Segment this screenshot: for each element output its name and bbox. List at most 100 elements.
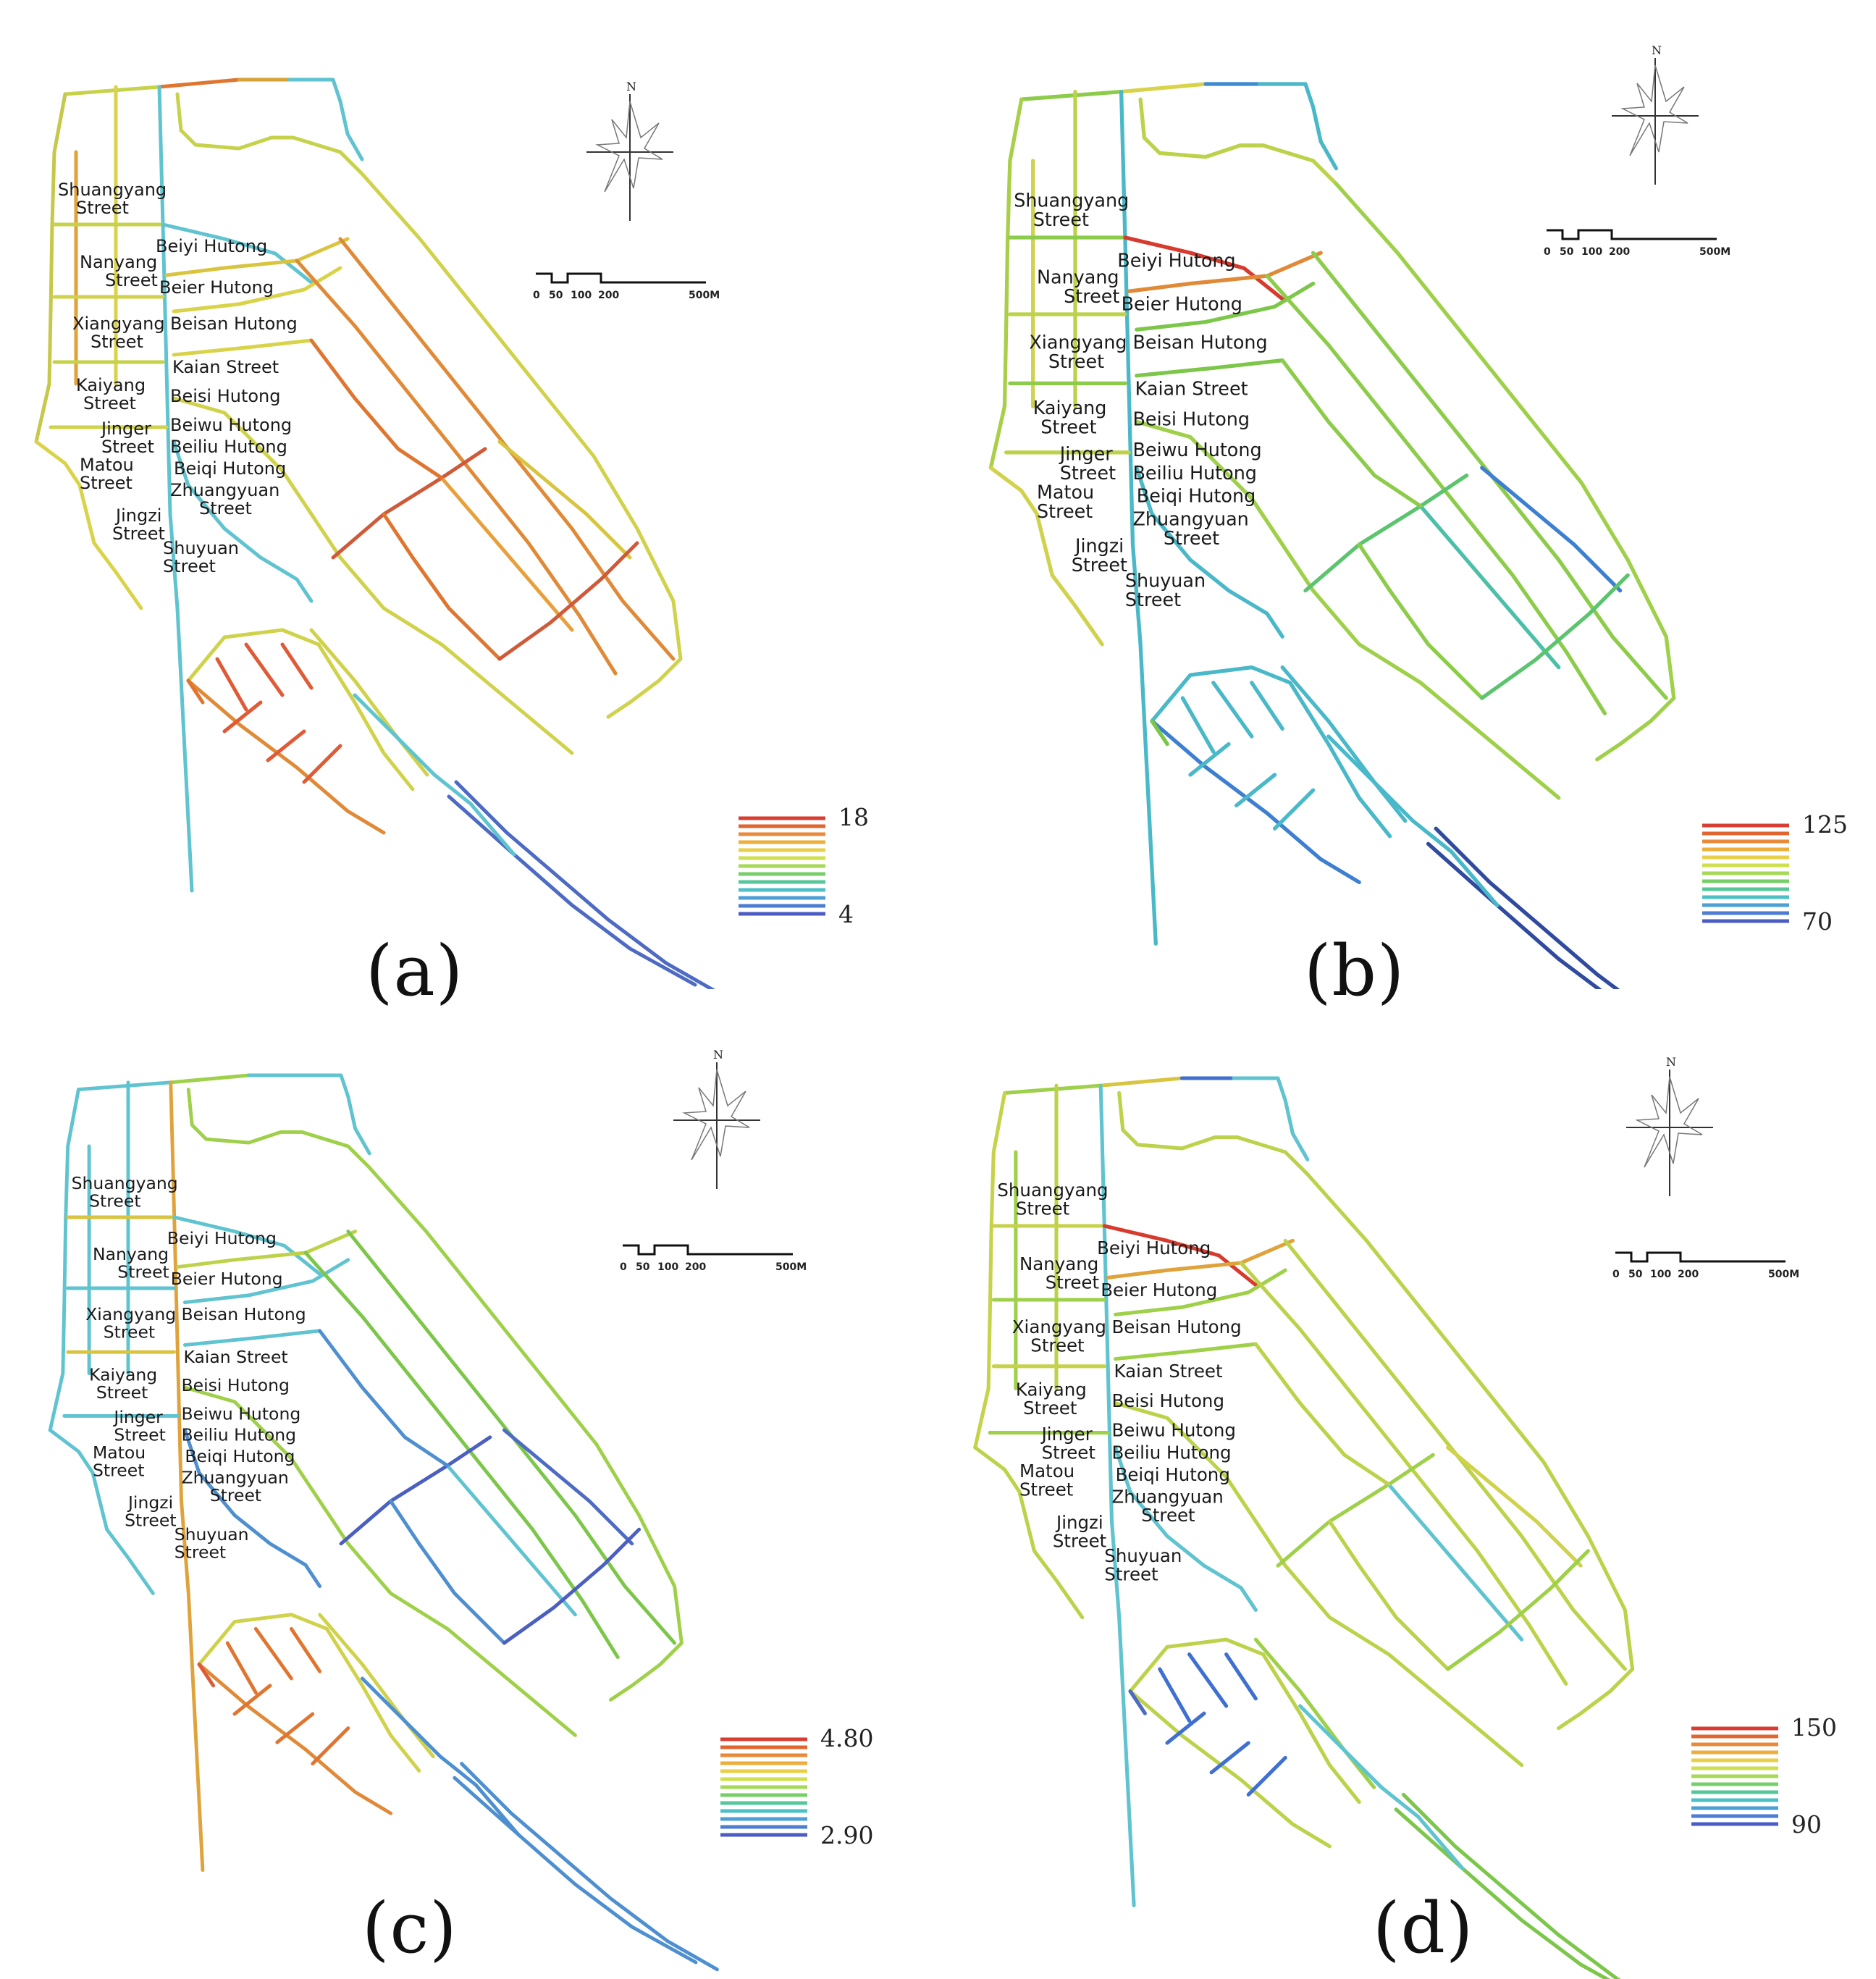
street-label: Matou: [1019, 1461, 1074, 1482]
street-segment: [76, 1080, 173, 1092]
scale-label: 50: [1560, 246, 1574, 258]
street-segment: [1019, 89, 1124, 101]
street-label: Xiangyang: [85, 1304, 176, 1324]
street-label: Shuangyang: [1014, 190, 1129, 211]
street-segment: [172, 266, 342, 314]
street-segment: [1234, 773, 1277, 808]
street-segment: [338, 237, 676, 661]
street-label: Beiyi Hutong: [156, 236, 267, 256]
street-label: Street: [114, 1425, 165, 1445]
street-label: Beiliu Hutong: [1133, 462, 1257, 484]
scale-label: 100: [1650, 1269, 1671, 1280]
street-segment: [172, 396, 574, 755]
street-label: Street: [1125, 589, 1181, 610]
compass-rose-icon: N: [586, 80, 673, 221]
street-segment: [1180, 696, 1216, 754]
street-label: Beiyi Hutong: [167, 1228, 277, 1248]
legend-max-label: 150: [1791, 1713, 1837, 1741]
legend-min-label: 2.90: [820, 1821, 873, 1849]
compass-north-label: N: [1652, 43, 1662, 57]
street-label: Street: [1046, 1272, 1100, 1293]
street-segment: [295, 259, 618, 676]
street-segment: [1127, 251, 1323, 293]
street-segment: [973, 1091, 1007, 1450]
scale-label: 500M: [1768, 1269, 1799, 1280]
legend-min-label: 4: [838, 900, 854, 928]
street-segment: [1253, 1342, 1391, 1487]
scale-label: 200: [598, 290, 619, 301]
street-segment: [1480, 573, 1630, 700]
street-label: Nanyang: [80, 252, 157, 272]
street-segment: [389, 1499, 506, 1645]
street-label: Street: [1053, 1531, 1107, 1552]
street-segment: [1128, 1689, 1332, 1849]
street-label: Street: [83, 393, 136, 413]
scale-label: 0: [1544, 246, 1551, 258]
street-label: Zhuangyuan: [182, 1468, 289, 1488]
legend: 184: [739, 803, 869, 928]
street-segment: [1135, 281, 1316, 332]
street-segment: [1327, 1519, 1450, 1671]
street-segment: [172, 440, 314, 603]
street-label: Beisi Hutong: [1112, 1390, 1224, 1411]
street-segment: [225, 1641, 258, 1695]
street-label: Kaian Street: [1114, 1361, 1223, 1382]
street-segment: [1246, 1755, 1287, 1797]
compass-rose-icon: N: [1626, 1055, 1713, 1196]
street-segment: [1119, 89, 1158, 946]
street-label: Street: [1030, 1335, 1085, 1356]
street-label: Beiqi Hutong: [174, 458, 286, 479]
street-segment: [1426, 841, 1602, 989]
street-label: Street: [210, 1485, 261, 1505]
street-label: Shuyuan: [1125, 569, 1206, 591]
street-segment: [63, 85, 161, 96]
street-label: Street: [1048, 350, 1104, 372]
street-label: Jinger: [112, 1407, 163, 1427]
panel-caption: (c): [362, 1888, 458, 1969]
scale-label: 100: [571, 290, 592, 301]
scale-label: 100: [657, 1261, 678, 1273]
street-segment: [318, 1329, 450, 1468]
street-segment: [1401, 1792, 1621, 1979]
street-label: Zhuangyuan: [1112, 1487, 1224, 1508]
legend-min-label: 70: [1802, 907, 1833, 936]
scale-label: 500M: [775, 1261, 807, 1273]
street-label: Kaiyang: [1033, 397, 1107, 419]
street-segment: [280, 642, 314, 690]
street-label: Street: [163, 556, 216, 576]
street-label: Matou: [80, 455, 134, 475]
street-segment: [1211, 681, 1254, 739]
street-segment: [1188, 741, 1231, 777]
street-segment: [346, 1230, 677, 1645]
street-segment: [169, 1080, 205, 1873]
street-segment: [1165, 1711, 1206, 1745]
street-label: Shuangyang: [72, 1173, 178, 1193]
street-segment: [1150, 665, 1392, 839]
street-segment: [1003, 1083, 1103, 1095]
street-label: Kaian Street: [172, 357, 279, 377]
street-segment: [353, 693, 516, 857]
street-label: Zhuangyuan: [1133, 508, 1249, 529]
street-segment: [1418, 504, 1561, 670]
scale-label: 500M: [1699, 246, 1730, 258]
street-segment: [1135, 419, 1561, 800]
street-label: Street: [1023, 1398, 1077, 1419]
street-segment: [1150, 719, 1169, 747]
street-segment: [161, 222, 314, 285]
street-label: Shuyuan: [163, 538, 239, 558]
street-segment: [289, 1626, 322, 1673]
street-segment: [1280, 665, 1408, 823]
street-segment: [1250, 681, 1284, 731]
street-label: Street: [1072, 554, 1127, 576]
street-segment: [1102, 1224, 1258, 1287]
street-label: Zhuangyuan: [170, 480, 279, 500]
street-segment: [186, 678, 386, 835]
scale-label: 0: [1612, 1269, 1620, 1280]
street-segment: [973, 1445, 1085, 1620]
